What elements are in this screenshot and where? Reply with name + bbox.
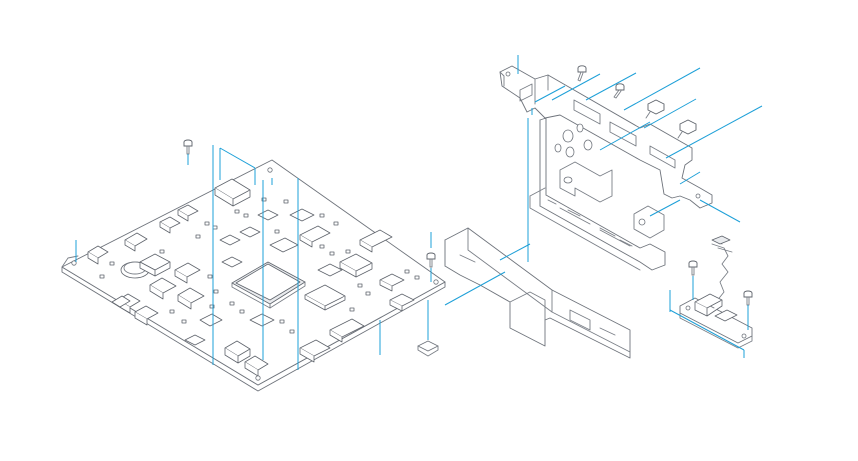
board-mount-hole xyxy=(71,260,77,266)
board-connectors xyxy=(159,178,393,278)
board-mount-hole xyxy=(267,167,273,173)
rear-io-bracket xyxy=(499,65,713,271)
lower-connectors xyxy=(111,295,365,377)
module-screw-1 xyxy=(688,260,698,276)
bracket-screw-1 xyxy=(577,65,587,82)
board-mount-hole xyxy=(255,375,261,381)
board-chips xyxy=(219,208,415,312)
power-components xyxy=(87,232,205,326)
alignment-guides xyxy=(75,55,763,370)
bracket-standoff-2 xyxy=(677,119,697,139)
board-mount-hole xyxy=(433,279,439,285)
bracket-standoff-1 xyxy=(645,99,665,119)
main-logic-board xyxy=(61,159,446,392)
cpu-chip xyxy=(231,261,306,309)
board-screw-left xyxy=(183,139,193,155)
small-connector-clip xyxy=(417,340,439,357)
cable-connector-module xyxy=(679,235,753,349)
module-screw-2 xyxy=(743,290,753,306)
plastic-support-frame xyxy=(444,227,631,359)
board-screw-right xyxy=(426,252,436,268)
bracket-screw-2 xyxy=(613,83,625,99)
smd-components xyxy=(99,197,420,334)
